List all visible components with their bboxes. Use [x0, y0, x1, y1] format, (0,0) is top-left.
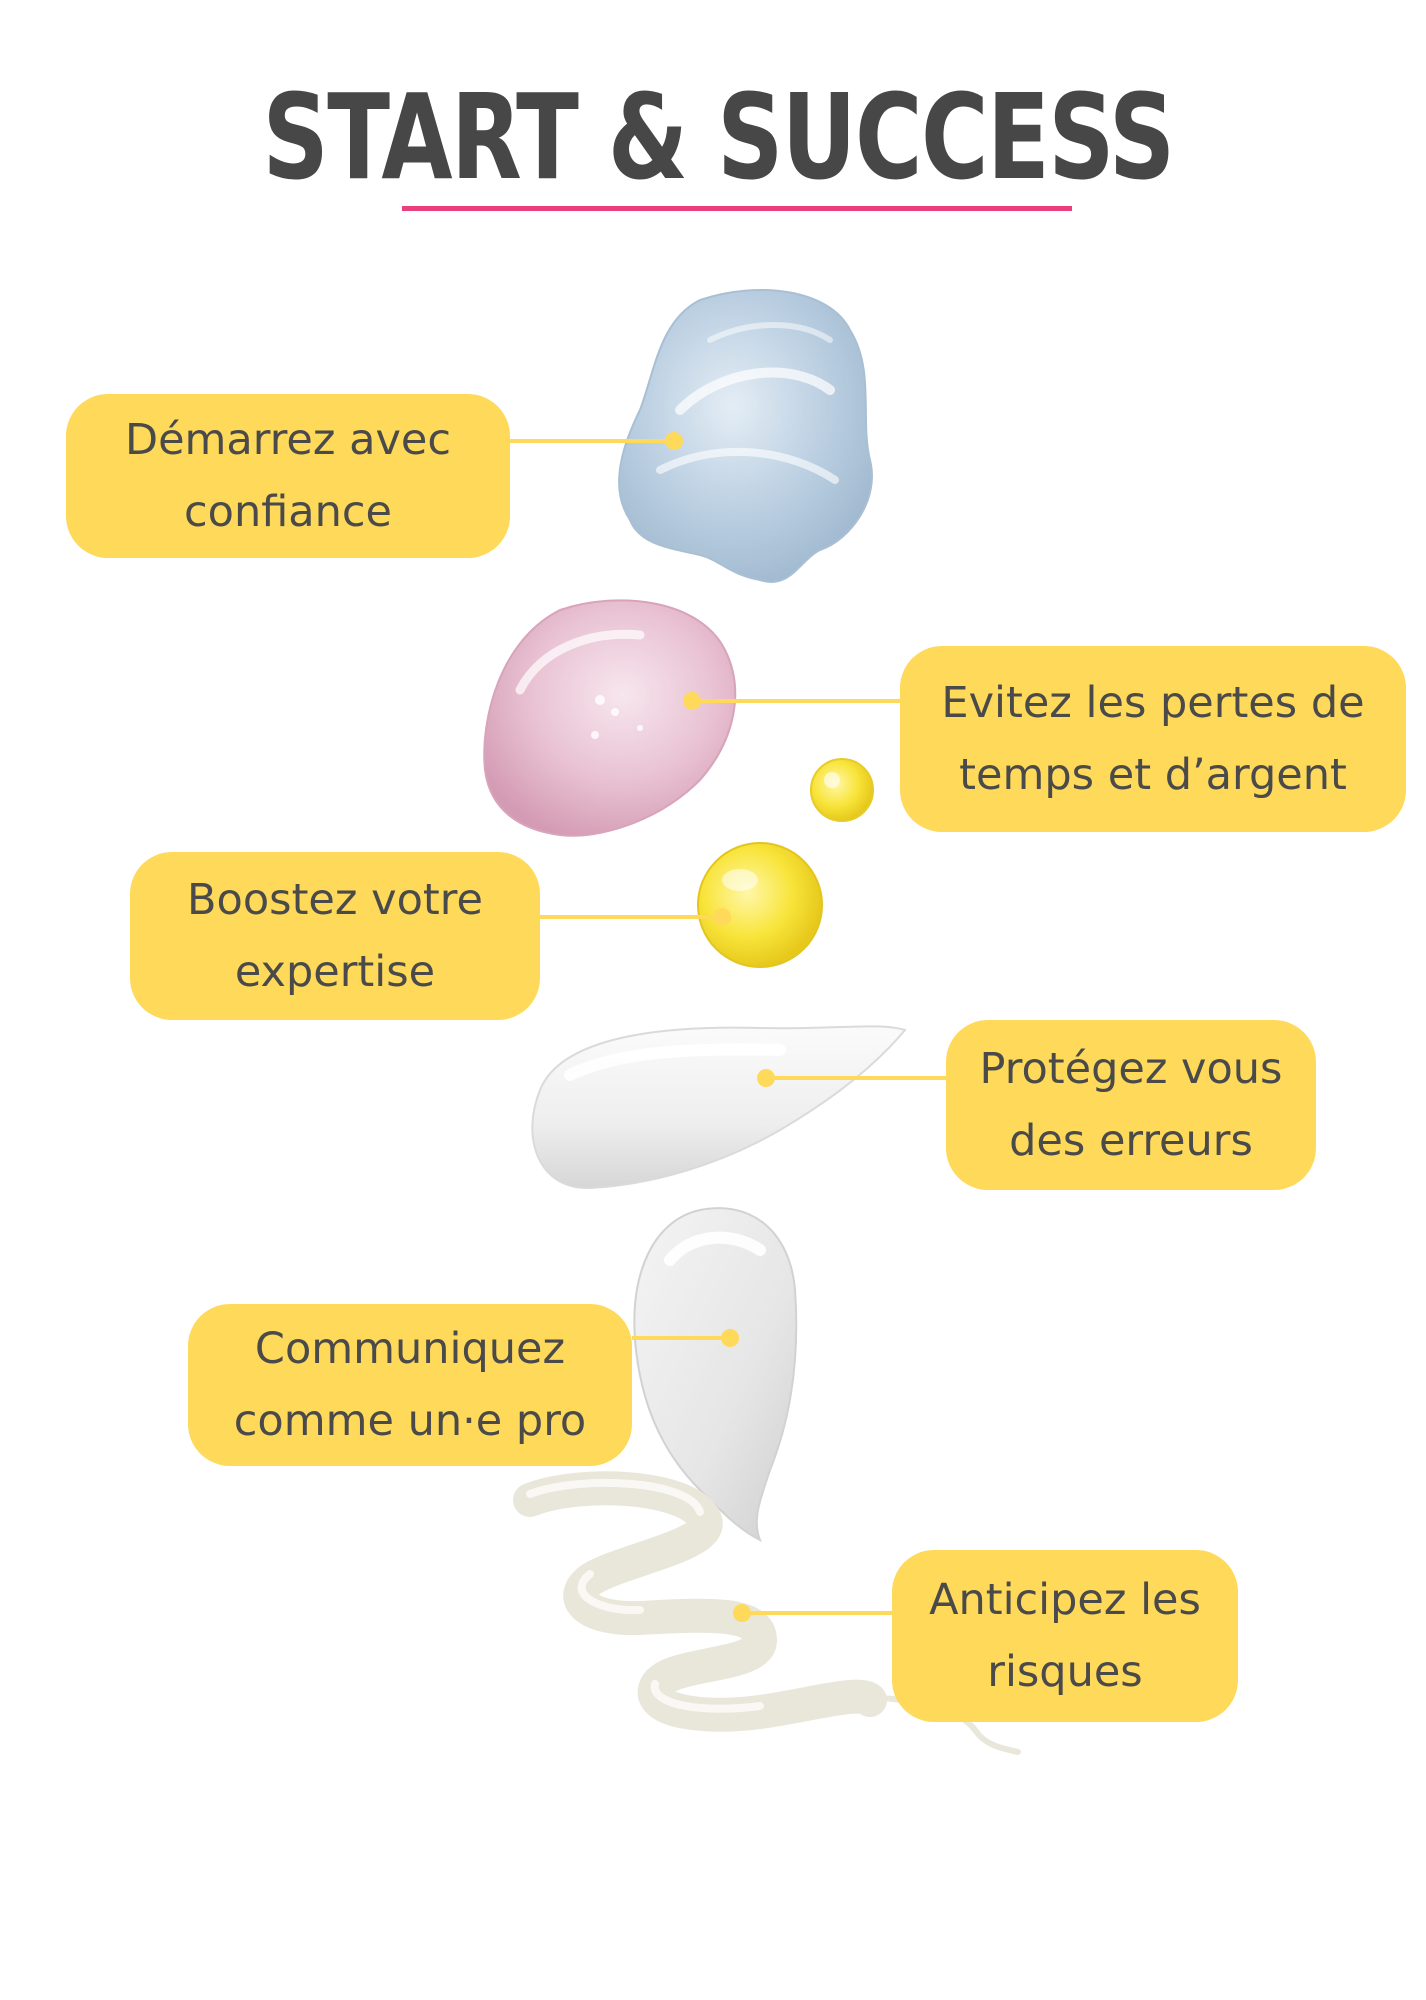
- callout-anticipez-les-risques: Anticipez les risques: [892, 1550, 1238, 1722]
- page-title: START & SUCCESS: [262, 68, 1176, 206]
- callout-boostez-votre-expertise: Boostez votre expertise: [130, 852, 540, 1020]
- pink-gel-swatch: [483, 599, 737, 837]
- callout-text: Protégez vous des erreurs: [979, 1044, 1283, 1166]
- callout-text: Anticipez les risques: [929, 1575, 1201, 1697]
- callout-text: Démarrez avec confiance: [124, 415, 452, 537]
- callout-evitez-les-pertes: Evitez les pertes de temps et d’argent: [900, 646, 1406, 832]
- white-cream-dollop: [633, 1207, 798, 1543]
- cream-zigzag-line: [513, 1471, 1021, 1755]
- blue-gel-swatch: [618, 289, 873, 583]
- connector-lines: [510, 432, 946, 1622]
- callout-communiquez-comme-un-pro: Communiquez comme un·e pro: [188, 1304, 632, 1466]
- callout-text: Boostez votre expertise: [187, 875, 483, 997]
- callout-text: Communiquez comme un·e pro: [233, 1324, 587, 1446]
- title-underline: [402, 206, 1072, 211]
- white-cream-smear: [531, 1025, 907, 1190]
- yellow-oil-drop: [697, 758, 874, 968]
- callout-text: Evitez les pertes de temps et d’argent: [941, 678, 1365, 800]
- callout-protegez-vous: Protégez vous des erreurs: [946, 1020, 1316, 1190]
- callout-demarrez-avec-confiance: Démarrez avec confiance: [66, 394, 510, 558]
